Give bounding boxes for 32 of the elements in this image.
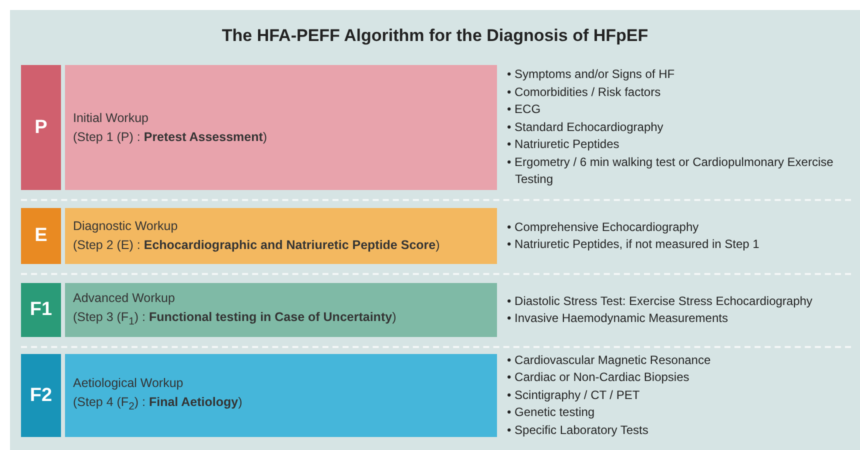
step-description: (Step 4 (F$_{2}$) : Final Aetiology)	[73, 394, 244, 415]
bullet-item: • Standard Echocardiography	[507, 118, 664, 136]
step-box	[65, 354, 497, 437]
step-heading: Advanced Workup	[73, 290, 176, 307]
step-box	[65, 283, 497, 337]
bullet-item: • Invasive Haemodynamic Measurements	[507, 310, 729, 327]
bullet-item: • Comprehensive Echocardiography	[507, 218, 700, 236]
bullet-item: • Natriuretic Peptides	[507, 136, 620, 154]
bullet-item: • Symptoms and/or Signs of HF	[507, 66, 676, 84]
step-letter-tile: F1	[21, 283, 61, 337]
bullet-item: • Comorbidities / Risk factors	[507, 84, 662, 101]
step-letter-tile: E	[21, 208, 61, 264]
step-letter-tile: P	[21, 65, 61, 190]
bullet-item: • Genetic testing	[507, 404, 596, 422]
step-heading: Initial Workup	[73, 110, 150, 127]
bullet-item: • Scintigraphy / CT / PET	[507, 386, 641, 404]
bullet-item: • Cardiac or Non-Cardiac Biopsies	[507, 369, 690, 386]
step-description: (Step 3 (F$_{1}$) : Functional testing in Case of Uncertainty)	[73, 308, 398, 330]
step-heading: Aetiological Workup	[73, 375, 184, 392]
bullet-item: • Cardiovascular Magnetic Resonance	[507, 352, 712, 369]
bullet-item: • Natriuretic Peptides, if not measured in Step 1	[507, 236, 760, 253]
diagram-title: The HFA-PEFF Algorithm for the Diagnosis of HFpEF	[220, 26, 650, 46]
bullet-item: • ECG	[507, 101, 542, 118]
step-letter-tile: F2	[21, 354, 61, 437]
step-description: (Step 2 (E) : Echocardiographic and Natriuretic Peptide Score)	[73, 237, 441, 254]
step-description: (Step 1 (P) : Pretest Assessment)	[73, 128, 268, 146]
step-heading: Diagnostic Workup	[73, 218, 179, 235]
step-box	[65, 65, 497, 190]
bullet-item: • Diastolic Stress Test: Exercise Stress Echocardiography	[507, 292, 814, 310]
bullet-item: • Specific Laboratory Tests	[507, 422, 650, 439]
step-box	[65, 208, 497, 264]
bullet-item: • Ergometry / 6 min walking test or Cardiopulmonary Exercise Testing	[507, 154, 834, 188]
